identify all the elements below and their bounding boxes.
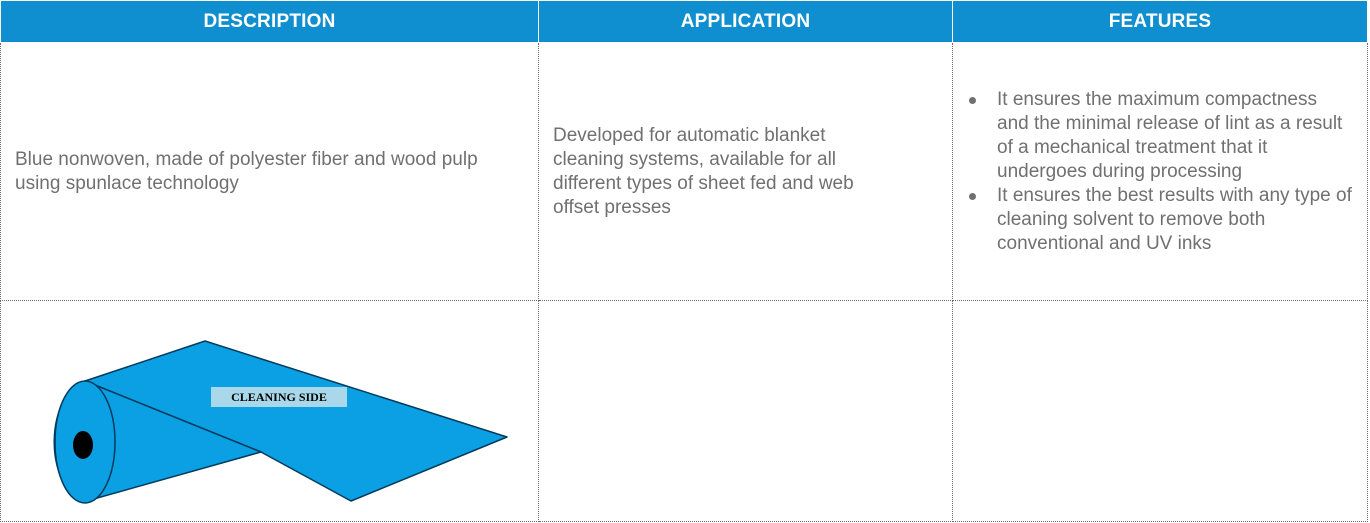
- empty-cell: [538, 300, 953, 522]
- feature-item: It ensures the maximum compactness and t…: [965, 88, 1357, 184]
- header-application: APPLICATION: [538, 0, 953, 43]
- description-cell: Blue nonwoven, made of polyester fiber a…: [0, 42, 539, 301]
- feature-text: It ensures the best results with any typ…: [997, 184, 1352, 254]
- bullet-icon: [969, 192, 976, 200]
- empty-cell: [952, 300, 1368, 522]
- table-row: Blue nonwoven, made of polyester fiber a…: [0, 42, 1368, 301]
- header-row: DESCRIPTION APPLICATION FEATURES: [0, 0, 1368, 43]
- header-description: DESCRIPTION: [0, 0, 539, 43]
- table-row: CLEANING SIDE: [0, 300, 1368, 522]
- roll-core: [73, 431, 93, 459]
- cleaning-side-label: CLEANING SIDE: [231, 390, 327, 404]
- feature-item: It ensures the best results with any typ…: [965, 184, 1357, 256]
- description-text: Blue nonwoven, made of polyester fiber a…: [15, 148, 478, 194]
- illustration-cell: CLEANING SIDE: [0, 300, 539, 522]
- header-features: FEATURES: [952, 0, 1368, 43]
- features-list: It ensures the maximum compactness and t…: [963, 88, 1357, 256]
- cleaning-side-label-bg: [211, 387, 347, 407]
- application-cell: Developed for automatic blanket cleaning…: [538, 42, 953, 301]
- feature-text: It ensures the maximum compactness and t…: [997, 88, 1343, 182]
- nonwoven-roll-icon: CLEANING SIDE: [53, 340, 508, 504]
- application-text: Developed for automatic blanket cleaning…: [553, 124, 854, 218]
- bullet-icon: [969, 96, 976, 104]
- features-cell: It ensures the maximum compactness and t…: [952, 42, 1368, 301]
